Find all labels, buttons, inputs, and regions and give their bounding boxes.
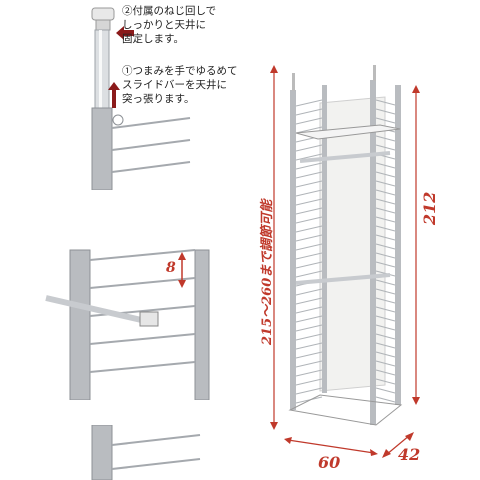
hanger-bar-detail: 8: [0, 240, 230, 400]
rung-line: [375, 243, 396, 250]
rung-line: [295, 162, 323, 170]
left-arrow-icon: [116, 26, 134, 40]
rung-line: [375, 207, 396, 214]
rung-line: [295, 243, 323, 251]
frame-height-label: 212: [420, 191, 439, 225]
step1-line-2: スライドバーを天井に: [122, 79, 227, 91]
rung-line: [375, 225, 396, 232]
rung-line: [375, 180, 396, 187]
step2-line-3: 固定します。: [122, 33, 184, 45]
rung-line: [295, 180, 323, 188]
rung-line: [295, 306, 323, 314]
rung-line: [375, 108, 396, 115]
rung-line: [295, 333, 323, 341]
tension-pole-illustration: [91, 7, 191, 190]
adjustable-height-label: 215～260まで調節可能: [260, 199, 275, 345]
rung-line: [295, 189, 323, 197]
base-illustration: [91, 425, 201, 480]
rung-line: [375, 189, 396, 196]
step1-line-3: 突っ張ります。: [122, 93, 195, 105]
rung-line: [375, 378, 396, 385]
rung-line: [375, 369, 396, 376]
rung-line: [295, 342, 323, 350]
step1-instruction: ①つまみを手でゆるめて スライドバーを天井に 突っ張ります。: [122, 64, 238, 106]
rung-line: [295, 126, 323, 134]
rung-line: [375, 279, 396, 286]
rung-line: [375, 162, 396, 169]
rung-line: [295, 252, 323, 260]
rack-illustration: [270, 65, 420, 458]
rung-line: [375, 315, 396, 322]
rung-line: [375, 252, 396, 259]
step2-line-2: しっかりと天井に: [122, 19, 206, 31]
rung-line: [375, 288, 396, 295]
rung-line: [295, 315, 323, 323]
rung-line: [375, 135, 396, 142]
rung-line: [295, 378, 323, 386]
shelf-pitch-label: 8: [166, 260, 176, 276]
rung-line: [295, 225, 323, 233]
step1-line-1: ①つまみを手でゆるめて: [122, 65, 238, 77]
rung-line: [295, 216, 323, 224]
rung-line: [295, 270, 323, 278]
tension-pole-detail: ②付属のねじ回しで しっかりと天井に 固定します。 ①つまみを手でゆるめて スラ…: [0, 0, 240, 190]
rung-line: [375, 234, 396, 241]
rung-line: [295, 108, 323, 116]
rung-line: [295, 207, 323, 215]
rung-line: [375, 333, 396, 340]
rung-line: [295, 324, 323, 332]
rung-line: [375, 351, 396, 358]
rung-line: [295, 117, 323, 125]
rung-line: [375, 297, 396, 304]
up-arrow-icon: [108, 82, 120, 108]
rung-line: [295, 261, 323, 269]
full-rack-view: 215～260まで調節可能 212 60 42: [240, 55, 480, 480]
rung-line: [375, 387, 396, 394]
rung-line: [295, 171, 323, 179]
hanger-bar-illustration: [45, 249, 210, 400]
rung-line: [295, 144, 323, 152]
rung-line: [375, 144, 396, 151]
rung-line: [295, 234, 323, 242]
width-label: 60: [318, 453, 341, 472]
rung-line: [375, 360, 396, 367]
rung-line: [295, 297, 323, 305]
arrow-icons: [108, 26, 134, 108]
rung-line: [375, 198, 396, 205]
step2-line-1: ②付属のねじ回しで: [122, 5, 217, 17]
rung-line: [295, 351, 323, 359]
rung-line: [295, 288, 323, 296]
rung-line: [375, 261, 396, 268]
depth-label: 42: [398, 445, 421, 464]
rung-line: [375, 117, 396, 124]
rung-line: [295, 198, 323, 206]
rung-line: [375, 99, 396, 106]
rung-line: [295, 369, 323, 377]
rung-line: [375, 171, 396, 178]
rung-line: [375, 324, 396, 331]
rung-line: [375, 306, 396, 313]
rung-line: [375, 396, 396, 403]
rung-line: [295, 360, 323, 368]
base-detail: [0, 425, 230, 480]
step2-instruction: ②付属のねじ回しで しっかりと天井に 固定します。: [122, 4, 216, 46]
rung-line: [295, 99, 323, 107]
rung-line: [375, 342, 396, 349]
rung-line: [295, 387, 323, 395]
rung-line: [375, 216, 396, 223]
